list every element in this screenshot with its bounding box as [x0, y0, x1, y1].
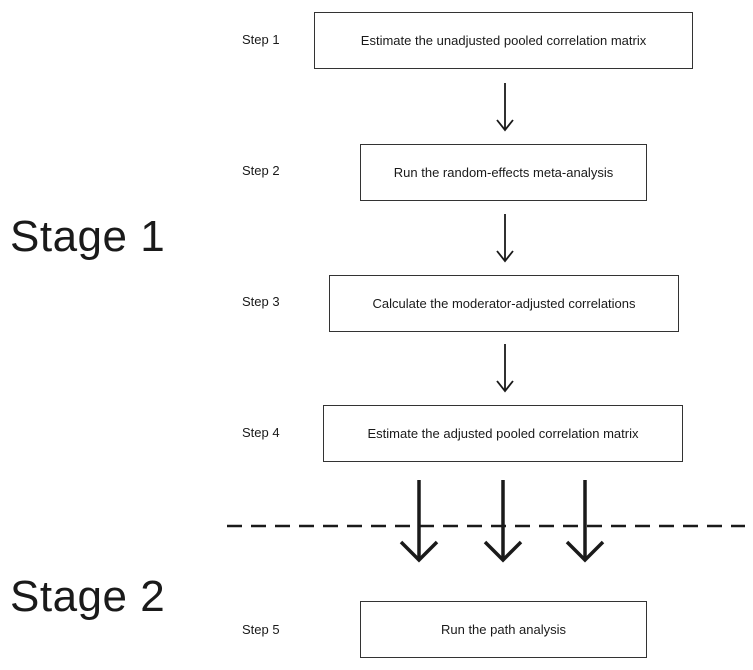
step-1-box: Estimate the unadjusted pooled correlati… [314, 12, 693, 69]
thick-arrow-left [399, 480, 439, 563]
step-2-text: Run the random-effects meta-analysis [393, 165, 614, 180]
step-3-text: Calculate the moderator-adjusted correla… [372, 296, 636, 311]
stage-1-label: Stage 1 [10, 212, 166, 261]
step-4-label: Step 4 [242, 425, 280, 440]
step-4-text: Estimate the adjusted pooled correlation… [367, 426, 639, 441]
stage-2-label: Stage 2 [10, 572, 166, 621]
step-4-box: Estimate the adjusted pooled correlation… [323, 405, 683, 462]
step-2-box: Run the random-effects meta-analysis [360, 144, 647, 201]
arrow-step2-to-step3 [496, 214, 514, 263]
step-2-label: Step 2 [242, 163, 280, 178]
thick-arrow-right [565, 480, 605, 563]
arrow-step1-to-step2 [496, 83, 514, 132]
step-1-text: Estimate the unadjusted pooled correlati… [360, 33, 647, 48]
step-1-label: Step 1 [242, 32, 280, 47]
step-5-box: Run the path analysis [360, 601, 647, 658]
arrow-step3-to-step4 [496, 344, 514, 393]
step-5-text: Run the path analysis [440, 622, 567, 637]
step-5-label: Step 5 [242, 622, 280, 637]
thick-arrow-center [483, 480, 523, 563]
step-3-box: Calculate the moderator-adjusted correla… [329, 275, 679, 332]
step-3-label: Step 3 [242, 294, 280, 309]
